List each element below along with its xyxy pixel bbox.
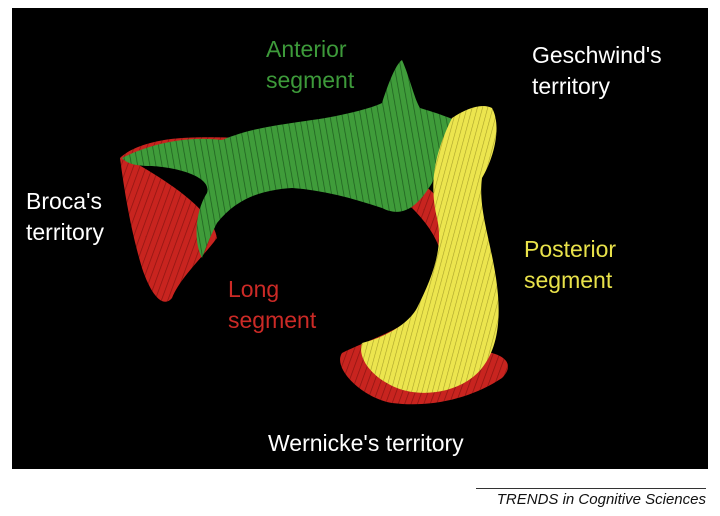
tract-illustration — [120, 60, 508, 405]
journal-footer: TRENDS in Cognitive Sciences — [496, 491, 706, 508]
label-anterior-segment: Anterior segment — [266, 36, 355, 93]
footer-rule — [476, 488, 706, 489]
label-long-segment: Long segment — [228, 276, 317, 333]
anterior-segment-tract — [122, 60, 467, 258]
label-geschwind-territory: Geschwind's territory — [532, 42, 662, 99]
label-broca-territory: Broca's territory — [26, 188, 104, 245]
posterior-segment-tract — [361, 106, 499, 393]
label-wernicke-territory: Wernicke's territory — [268, 430, 464, 456]
label-posterior-segment: Posterior segment — [524, 236, 617, 293]
figure-panel: Anterior segment Geschwind's territory B… — [12, 8, 708, 469]
